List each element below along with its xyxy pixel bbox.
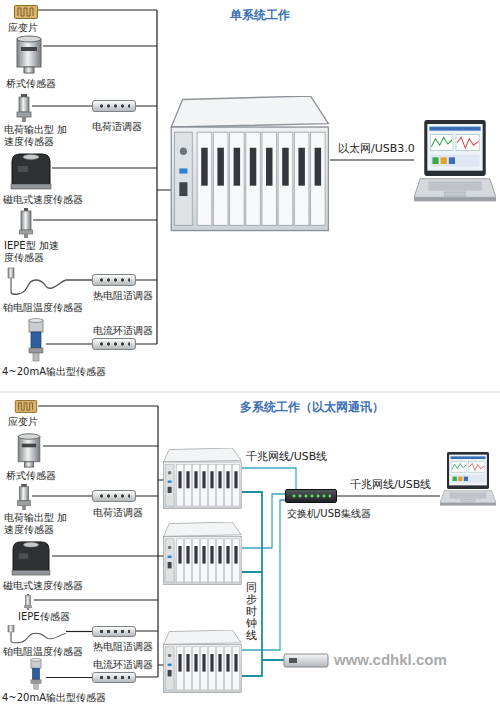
node-label: 交换机/USB集线器 bbox=[287, 508, 371, 520]
sensor: IEPE传感器 bbox=[22, 594, 34, 610]
sensor: 铂电阻温度传感器 bbox=[6, 266, 66, 296]
laptop bbox=[414, 120, 496, 201]
node-label: IEPE传感器 bbox=[18, 611, 70, 623]
laptop bbox=[440, 452, 496, 506]
port-row bbox=[98, 629, 130, 634]
velocity-sensor-icon bbox=[11, 154, 51, 189]
signal-wires bbox=[33, 10, 440, 677]
port-row bbox=[98, 277, 130, 283]
node-label: 应变片 bbox=[8, 22, 38, 34]
acquisition-chassis bbox=[164, 630, 242, 692]
acquisition-chassis bbox=[164, 448, 242, 508]
signal-wire bbox=[32, 495, 92, 496]
sensor: 4~20mA输出型传感器 bbox=[26, 318, 46, 362]
acquisition-chassis bbox=[164, 522, 242, 584]
signal-conditioner: 电流环适调器 bbox=[92, 672, 136, 683]
wire bbox=[34, 406, 165, 677]
sensor: 磁电式速度传感器 bbox=[10, 540, 52, 576]
watermark: www.cdhkl.com bbox=[334, 651, 447, 669]
signal-conditioner: 电荷适调器 bbox=[92, 490, 136, 502]
port-led-row bbox=[291, 492, 331, 500]
annotation: 千兆网线/USB线 bbox=[350, 478, 431, 491]
signal-conditioner: 热电阻适调器 bbox=[92, 626, 136, 637]
signal-wire bbox=[46, 677, 92, 678]
signal-wire bbox=[32, 105, 92, 106]
node-label: 磁电式速度传感器 bbox=[3, 580, 83, 592]
node-label: 电流环适调器 bbox=[93, 325, 153, 337]
sensor: 应变片 bbox=[14, 400, 38, 413]
node-label: 4~20mA输出型传感器 bbox=[2, 366, 106, 378]
annotation: 以太网/USB3.0 bbox=[338, 142, 415, 155]
annotation: 千兆网线/USB线 bbox=[246, 450, 327, 463]
sync-device-port bbox=[289, 658, 297, 663]
accelerometer-icon bbox=[24, 594, 31, 610]
node-label: 电荷输出型 加速度传感器 bbox=[4, 512, 68, 536]
section-title: 单系统工作 bbox=[230, 8, 290, 22]
node-label: 应变片 bbox=[8, 416, 38, 428]
port-row bbox=[98, 341, 130, 347]
sensor: 桥式传感器 bbox=[15, 34, 43, 74]
network-line bbox=[242, 468, 296, 489]
pressure-transmitter-icon bbox=[31, 658, 41, 689]
node-label: 电荷适调器 bbox=[93, 507, 143, 519]
node-label: 电荷输出型 加速度传感器 bbox=[4, 124, 68, 148]
signal-wire bbox=[66, 279, 92, 280]
sensor: IEPE型 加速度传感器 bbox=[19, 208, 33, 238]
sensor: 4~20mA输出型传感器 bbox=[26, 658, 46, 690]
port-row bbox=[98, 493, 130, 499]
strain-gauge-icon bbox=[15, 400, 36, 412]
accelerometer-icon bbox=[17, 94, 31, 122]
sensor: 应变片 bbox=[14, 5, 38, 19]
signal-wire bbox=[46, 343, 92, 344]
node-label: 电荷适调器 bbox=[92, 121, 142, 133]
sensor: 铂电阻温度传感器 bbox=[6, 624, 66, 644]
temperature-probe-icon bbox=[8, 268, 66, 294]
node-label: 桥式传感器 bbox=[6, 470, 56, 482]
load-cell-icon bbox=[17, 36, 41, 73]
signal-wire bbox=[66, 631, 92, 632]
accelerometer-icon bbox=[19, 208, 33, 238]
accelerometer-icon bbox=[18, 484, 31, 510]
load-cell-icon bbox=[18, 434, 40, 467]
signal-conditioner: 热电阻适调器 bbox=[92, 274, 136, 286]
node-label: 桥式传感器 bbox=[6, 78, 56, 90]
section-divider bbox=[0, 392, 500, 393]
node-label: 电流环适调器 bbox=[93, 659, 153, 671]
sync-clock-line bbox=[242, 492, 284, 676]
temperature-probe-icon bbox=[8, 625, 66, 643]
sensor: 磁电式速度传感器 bbox=[10, 152, 52, 190]
strain-gauge-icon bbox=[15, 6, 38, 19]
node-label: 铂电阻温度传感器 bbox=[3, 302, 83, 314]
velocity-sensor-icon bbox=[12, 542, 50, 575]
acquisition-chassis bbox=[171, 96, 328, 231]
sensor: 电荷输出型 加速度传感器 bbox=[16, 94, 32, 122]
sync-line bbox=[242, 492, 284, 676]
node-label: 4~20mA输出型传感器 bbox=[2, 692, 106, 704]
network-cable bbox=[330, 159, 414, 160]
signal-conditioner: 电荷适调器 bbox=[92, 100, 136, 112]
node-label: 磁电式速度传感器 bbox=[3, 194, 83, 206]
network-line bbox=[242, 500, 285, 650]
section-title: 多系统工作（以太网通讯） bbox=[240, 400, 384, 414]
node-label: 铂电阻温度传感器 bbox=[3, 646, 83, 658]
node-label: 热电阻适调器 bbox=[93, 641, 153, 653]
pressure-transmitter-icon bbox=[29, 319, 43, 362]
network-cable bbox=[337, 495, 440, 496]
signal-conditioner: 电流环适调器 bbox=[92, 338, 136, 350]
port-row bbox=[98, 103, 130, 109]
port-row bbox=[98, 675, 130, 680]
annotation: 同步时钟线 bbox=[246, 582, 257, 642]
network-switch: 交换机/USB集线器 bbox=[285, 489, 337, 503]
network-line bbox=[242, 494, 285, 548]
wire bbox=[33, 10, 171, 344]
sensor: 电荷输出型 加速度传感器 bbox=[16, 484, 32, 510]
sync-device bbox=[284, 654, 328, 667]
node-label: 热电阻适调器 bbox=[93, 290, 153, 302]
sensor: 桥式传感器 bbox=[15, 432, 43, 468]
node-label: IEPE型 加速度传感器 bbox=[4, 240, 68, 264]
